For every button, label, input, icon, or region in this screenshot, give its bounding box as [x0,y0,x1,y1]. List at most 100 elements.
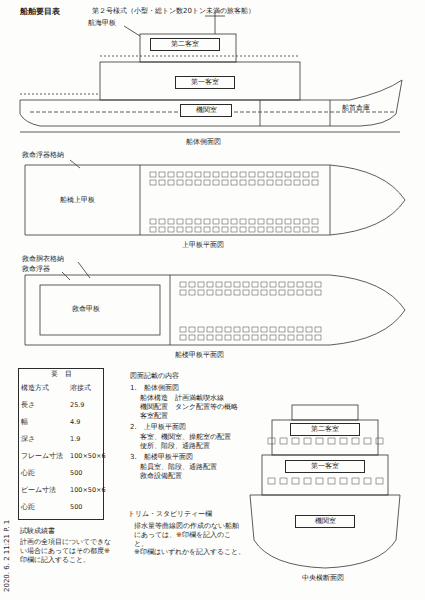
seat [288,290,294,295]
upper-cabin [140,34,236,62]
seat [177,219,183,224]
seat [168,227,174,232]
part-label: 救命浮器 [22,265,50,274]
seat [213,180,219,185]
seat [177,227,183,232]
seat [316,438,323,444]
seat [303,180,309,185]
seat [213,219,219,224]
seat [315,327,321,332]
seat [364,478,371,484]
midship-hull [250,495,400,568]
list-item: 船体構造 計画満載喫水線 [140,394,224,403]
seat [312,219,318,224]
seat [222,172,228,177]
seat [207,335,213,340]
seat [234,290,240,295]
seat [292,438,299,444]
seat [303,227,309,232]
seat [216,282,222,287]
seat [270,335,276,340]
seat [240,180,246,185]
seat [376,438,383,444]
view-caption: 船体側面図 [186,138,221,147]
seat [270,290,276,295]
seat [207,282,213,287]
seat [285,172,291,177]
deck-name: 船橋上甲板 [60,196,95,205]
seat [258,172,264,177]
seat [225,282,231,287]
seat [288,282,294,287]
deck-name: 航海甲板 [88,19,116,28]
seat [258,180,264,185]
seat [150,180,156,185]
seat [222,227,228,232]
seat [270,327,276,332]
seat [198,282,204,287]
seat [292,478,299,484]
table-cell: 溶接式 [70,384,91,392]
seat [364,438,371,444]
leader-line [78,262,90,278]
seat [285,227,291,232]
seat [312,180,318,185]
seat [276,227,282,232]
room-box: 第二客室 [290,423,360,436]
seat [189,282,195,287]
fax-stamp: 2020. 6. 2 11:21 P. 1 [3,520,12,592]
seat [303,219,309,224]
seat [261,335,267,340]
view-caption: 上甲板平面図 [182,241,224,250]
seat [315,290,321,295]
section-heading: 試験成績書 [20,527,55,536]
seat [204,172,210,177]
seat [267,219,273,224]
seat [195,172,201,177]
seat [195,227,201,232]
seat [297,290,303,295]
note: 計画の全項目についてできない場合にあってはその都度※印欄に記入すること。 [20,538,116,564]
upper-deck-outline [25,165,405,235]
deck-name: 救命甲板 [72,305,100,314]
seat [216,335,222,340]
seat [231,172,237,177]
list-item: 救命設備配置 [140,472,182,481]
seat [222,219,228,224]
seat [252,282,258,287]
seat [180,282,186,287]
midship-upper-cabin [272,420,378,455]
seat [213,227,219,232]
seat [267,172,273,177]
seat [159,180,165,185]
seat [276,172,282,177]
room-box: 第一客室 [285,460,365,473]
seat [258,227,264,232]
seat [186,219,192,224]
seat [168,172,174,177]
seat [312,172,318,177]
seat [279,290,285,295]
seat [328,438,335,444]
seat [204,227,210,232]
seat [279,327,285,332]
seat [234,327,240,332]
table-cell: 500 [70,503,82,511]
list-item: 客室、機関室、操舵室の配置 [140,433,231,442]
seat [168,180,174,185]
seat [249,172,255,177]
seat [285,219,291,224]
seat [315,335,321,340]
seat [243,290,249,295]
seat [198,290,204,295]
seat [204,219,210,224]
seat [159,172,165,177]
seat [222,180,228,185]
seat [304,478,311,484]
seat [276,219,282,224]
seat [252,335,258,340]
seat [243,335,249,340]
subtitle: 第２号様式（小型・総トン数20トン未満の旅客船） [92,7,255,16]
seat [312,227,318,232]
seat [240,172,246,177]
